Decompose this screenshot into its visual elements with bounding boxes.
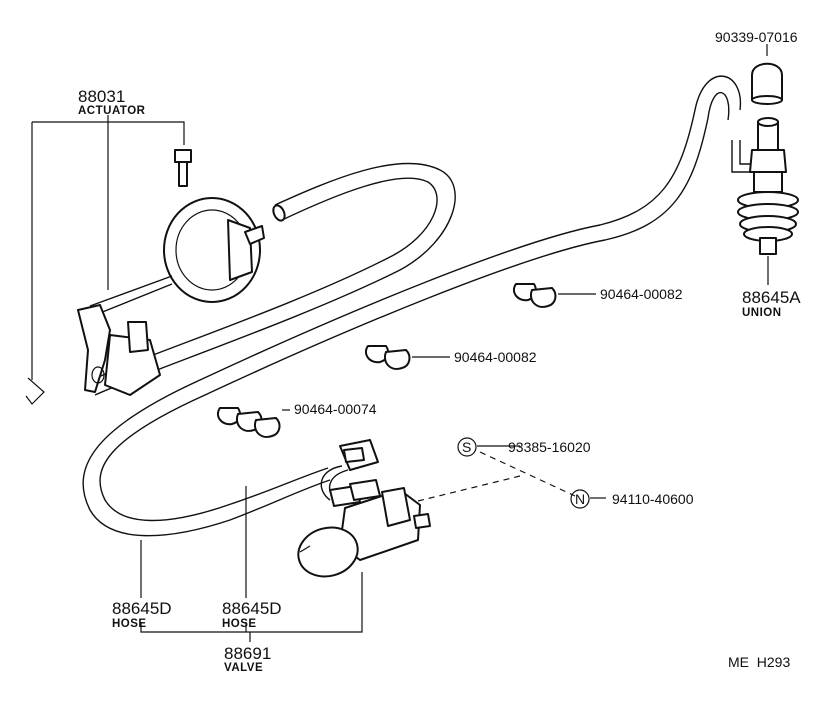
cap-part xyxy=(751,44,783,105)
clip-c-part xyxy=(216,407,290,438)
label-hose-b-name: HOSE xyxy=(222,618,257,630)
label-hose-b-number: 88645D xyxy=(222,599,282,618)
label-clip-a: 90464-00082 xyxy=(600,286,683,302)
clip-b-part xyxy=(364,345,450,370)
clip-a-part xyxy=(512,283,596,308)
hose-upper-inner-edge xyxy=(91,177,438,381)
hose-outer-inner-edge xyxy=(99,92,730,522)
valve-part xyxy=(297,439,431,578)
hose-upper xyxy=(94,162,456,396)
label-valve-number: 88691 xyxy=(224,644,271,663)
label-cap: 90339-07016 xyxy=(715,29,798,45)
hose-end xyxy=(272,204,286,222)
label-nut-n: 94110-40600 xyxy=(612,491,694,507)
label-actuator-name: ACTUATOR xyxy=(78,105,146,117)
actuator-leader xyxy=(31,115,185,380)
hose-assembly xyxy=(82,75,752,537)
label-hose-a-name: HOSE xyxy=(112,618,147,630)
label-hose-a-number: 88645D xyxy=(112,599,172,618)
union-part xyxy=(737,117,799,285)
label-valve-name: VALVE xyxy=(224,662,263,674)
actuator-part xyxy=(25,115,265,405)
label-clip-c: 90464-00074 xyxy=(294,401,377,417)
symbol-n: N xyxy=(575,491,585,507)
symbol-n-circle xyxy=(570,489,590,509)
union-pipe xyxy=(731,140,752,173)
label-clip-b: 90464-00082 xyxy=(454,349,537,365)
leader-lines xyxy=(140,445,606,642)
label-actuator-number: 88031 xyxy=(78,87,125,106)
label-reference-code: ME H293 xyxy=(728,654,790,670)
symbol-s: S xyxy=(462,439,471,455)
label-union-name: UNION xyxy=(742,307,782,319)
label-union-number: 88645A xyxy=(742,288,801,307)
hose-outer xyxy=(82,75,742,537)
label-bolt-s: 93385-16020 xyxy=(508,439,591,455)
symbol-s-circle xyxy=(457,437,477,457)
